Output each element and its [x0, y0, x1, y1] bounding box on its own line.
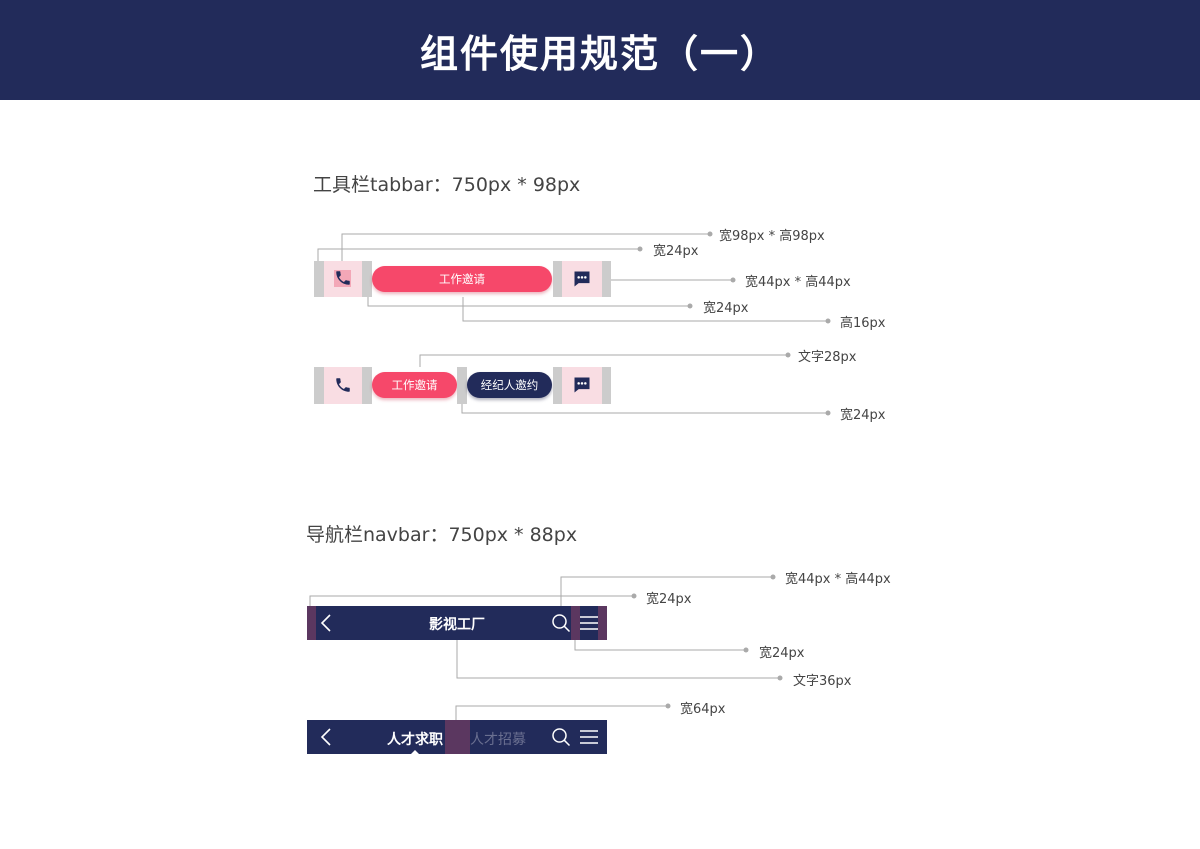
- annotation-icon-size: 宽44px * 高44px: [745, 275, 851, 290]
- margin-marker: [598, 606, 607, 640]
- tab-gap-marker: [445, 720, 470, 754]
- annotation-text-28: 文字28px: [798, 350, 857, 365]
- margin-marker: [602, 261, 611, 297]
- tabbar-example-1: 工作邀请: [314, 261, 611, 297]
- search-icon[interactable]: [551, 613, 571, 633]
- margin-marker: [314, 261, 324, 297]
- tab-talent-job[interactable]: 人才求职: [387, 732, 443, 748]
- page-header: 组件使用规范（一）: [0, 0, 1200, 100]
- tabbar-example-2: 工作邀请 经纪人邀约: [314, 367, 611, 404]
- message-button[interactable]: [562, 261, 602, 297]
- navbar-example-1: 影视工厂: [307, 606, 607, 640]
- annotation-width-24: 宽24px: [759, 646, 805, 661]
- margin-marker: [457, 367, 467, 404]
- phone-button[interactable]: [324, 367, 362, 404]
- navbar-section-title: 导航栏navbar：750px * 88px: [306, 524, 578, 546]
- margin-marker: [307, 606, 316, 640]
- page-title: 组件使用规范（一）: [419, 31, 780, 76]
- tab-talent-recruit[interactable]: 人才招募: [470, 732, 526, 748]
- back-chevron-icon[interactable]: [319, 728, 333, 746]
- agent-invite-button[interactable]: 经纪人邀约: [467, 372, 552, 398]
- margin-marker: [362, 261, 372, 297]
- margin-marker: [362, 367, 372, 404]
- navbar-title: 影视工厂: [429, 617, 485, 633]
- margin-marker: [602, 367, 611, 404]
- back-chevron-icon[interactable]: [319, 614, 333, 632]
- search-icon[interactable]: [551, 727, 571, 747]
- annotation-width-24: 宽24px: [840, 408, 886, 423]
- invite-button[interactable]: 工作邀请: [372, 266, 552, 292]
- annotation-icon-size: 宽44px * 高44px: [785, 572, 891, 587]
- phone-icon: [336, 378, 350, 392]
- message-button[interactable]: [562, 367, 602, 404]
- annotation-button-size: 宽98px * 高98px: [719, 229, 825, 244]
- margin-marker: [553, 367, 562, 404]
- phone-button[interactable]: [324, 261, 362, 297]
- margin-marker: [571, 606, 580, 640]
- annotation-width-24: 宽24px: [653, 244, 699, 259]
- annotation-width-24: 宽24px: [703, 301, 749, 316]
- margin-marker: [314, 367, 324, 404]
- menu-icon[interactable]: [580, 615, 598, 631]
- tabbar-section-title: 工具栏tabbar：750px * 98px: [313, 174, 581, 196]
- invite-button[interactable]: 工作邀请: [372, 372, 457, 398]
- navbar-example-2: 人才求职 人才招募: [307, 720, 607, 755]
- annotation-height-16: 高16px: [840, 316, 886, 331]
- margin-marker: [553, 261, 562, 297]
- annotation-width-24: 宽24px: [646, 592, 692, 607]
- message-icon: [574, 271, 590, 287]
- annotation-text-36: 文字36px: [793, 674, 852, 689]
- phone-icon: [336, 271, 350, 285]
- annotation-width-64: 宽64px: [680, 702, 726, 717]
- message-icon: [574, 377, 590, 393]
- menu-icon[interactable]: [580, 729, 598, 745]
- active-tab-indicator: [410, 750, 420, 755]
